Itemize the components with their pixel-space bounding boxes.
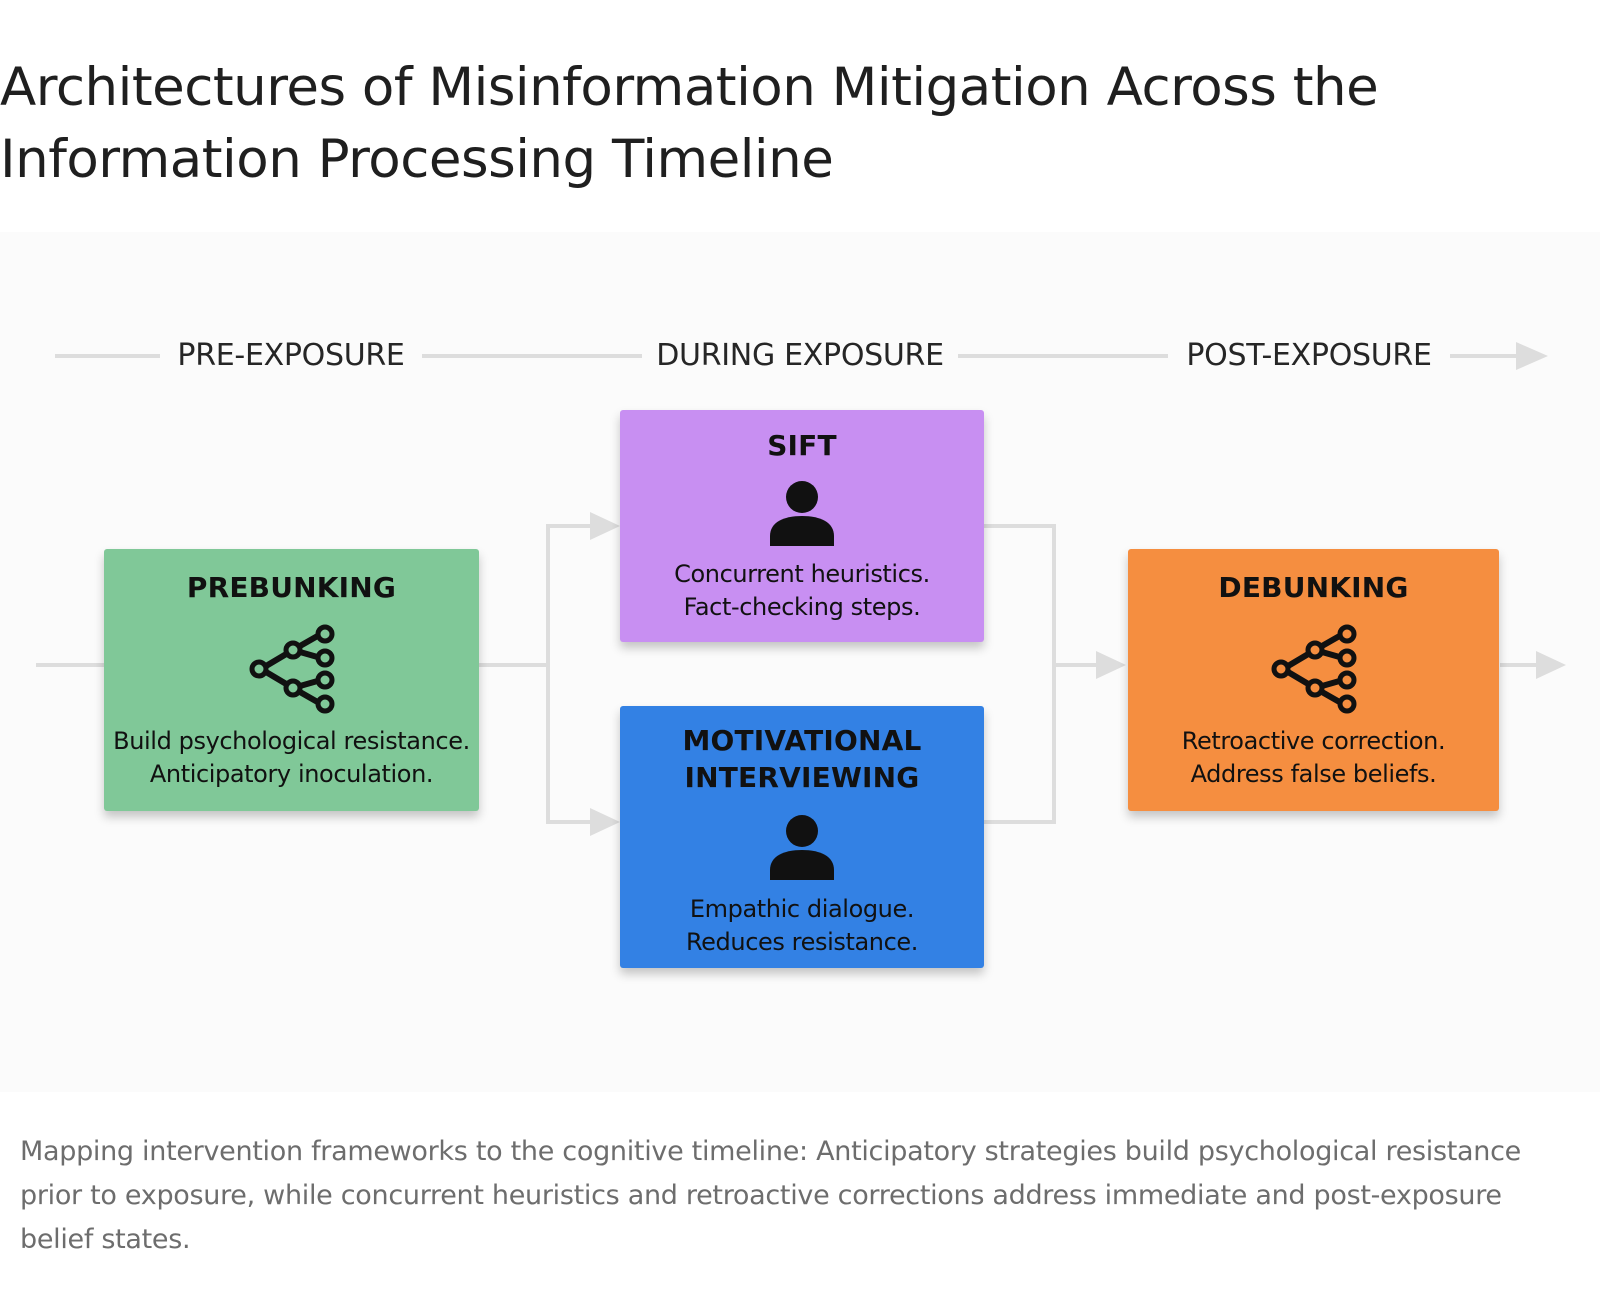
node-title-line: MOTIVATIONAL xyxy=(682,724,922,757)
node-prebunking: PREBUNKING Build psychological res xyxy=(104,549,479,811)
phase-label-post-exposure: POST-EXPOSURE xyxy=(1178,338,1440,374)
node-description: Concurrent heuristics. Fact-checking ste… xyxy=(620,558,984,624)
node-title-line: INTERVIEWING xyxy=(684,761,920,794)
phase-label-during-exposure: DURING EXPOSURE xyxy=(648,338,952,374)
description-line: Build psychological resistance. xyxy=(113,727,470,755)
description-line: Retroactive correction. xyxy=(1181,727,1446,755)
node-description: Build psychological resistance. Anticipa… xyxy=(104,725,479,791)
timeline-diagram: PRE-EXPOSURE DURING EXPOSURE POST-EXPOSU… xyxy=(0,232,1600,1092)
connector-lines xyxy=(36,342,1566,836)
description-line: Anticipatory inoculation. xyxy=(149,760,434,788)
arrowhead-debunking xyxy=(1096,651,1126,679)
arrowhead-output xyxy=(1536,651,1566,679)
node-description: Retroactive correction. Address false be… xyxy=(1128,725,1499,791)
description-line: Empathic dialogue. xyxy=(689,895,915,923)
figure-caption: Mapping intervention frameworks to the c… xyxy=(20,1136,1521,1255)
branching-network-icon xyxy=(249,624,334,714)
branching-network-icon xyxy=(1271,624,1356,714)
phase-label-pre-exposure: PRE-EXPOSURE xyxy=(169,338,413,374)
node-sift: SIFT Concurrent heuristics. Fact-checkin… xyxy=(620,410,984,642)
node-description: Empathic dialogue. Reduces resistance. xyxy=(620,893,984,959)
page-title: Architectures of Misinformation Mitigati… xyxy=(0,57,1379,190)
arrowhead-mi xyxy=(590,808,620,836)
description-line: Address false beliefs. xyxy=(1190,760,1437,788)
arrowhead-sift xyxy=(590,512,620,540)
description-line: Reduces resistance. xyxy=(685,928,918,956)
description-line: Concurrent heuristics. xyxy=(674,560,930,588)
person-icon xyxy=(770,815,834,880)
node-title: SIFT xyxy=(767,429,837,462)
node-debunking: DEBUNKING Retroactive correction. xyxy=(1128,549,1499,811)
person-icon xyxy=(770,481,834,546)
description-line: Fact-checking steps. xyxy=(683,593,921,621)
node-motivational-interviewing: MOTIVATIONAL INTERVIEWING Empathic dialo… xyxy=(620,706,984,968)
timeline-arrowhead xyxy=(1516,342,1548,370)
node-title: DEBUNKING xyxy=(1218,571,1409,604)
node-title: PREBUNKING xyxy=(186,571,397,604)
